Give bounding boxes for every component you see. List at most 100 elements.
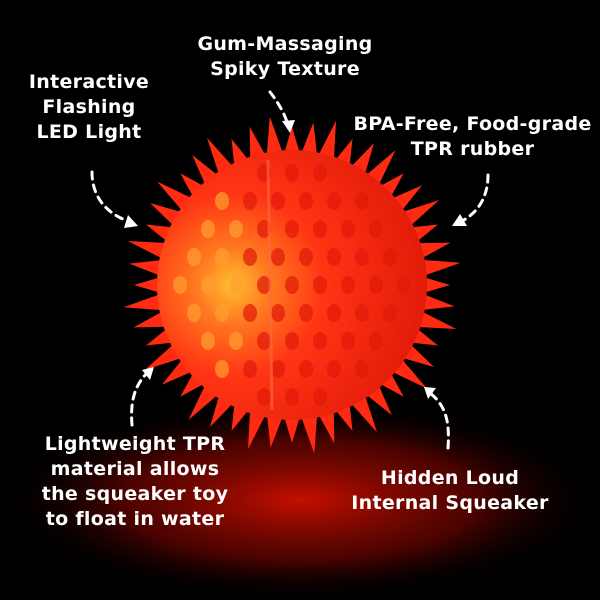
spike-nub — [215, 360, 229, 378]
spike — [299, 410, 318, 454]
spike-nub — [369, 332, 383, 350]
arrowhead-squeaker — [424, 387, 436, 399]
spike — [266, 116, 285, 160]
spike-nub — [313, 388, 327, 406]
arrowhead-led — [124, 215, 138, 228]
spike-nub — [257, 388, 271, 406]
spike-nub — [341, 220, 355, 238]
spike — [123, 292, 167, 311]
spike-nub — [229, 276, 243, 294]
label-line: material allows — [50, 458, 220, 480]
spike-nub — [355, 304, 369, 322]
spike — [299, 122, 318, 160]
spike-nub — [201, 276, 215, 294]
spike-nub — [355, 360, 369, 378]
spike-nub — [299, 192, 313, 210]
spike-nub — [201, 220, 215, 238]
spike — [283, 412, 301, 443]
label-spiky-texture: Gum-Massaging Spiky Texture — [190, 32, 380, 82]
spike — [413, 309, 457, 329]
spike-nub — [257, 332, 271, 350]
spike-nub — [271, 304, 285, 322]
spike-nub — [369, 276, 383, 294]
label-line: Spiky Texture — [210, 58, 360, 80]
spike-nub — [215, 304, 229, 322]
spike-nub — [299, 304, 313, 322]
arrow-texture — [268, 90, 290, 127]
label-line: BPA-Free, Food-grade — [353, 113, 592, 135]
label-line: Hidden Loud — [380, 467, 520, 489]
spike-nub — [285, 388, 299, 406]
spike-nub — [229, 220, 243, 238]
spike — [316, 120, 336, 164]
spike-nub — [327, 192, 341, 210]
spike-nub — [313, 220, 327, 238]
spike-nub — [369, 220, 383, 238]
spike — [127, 241, 171, 261]
spike-nub — [257, 220, 271, 238]
label-line: Interactive — [28, 71, 150, 93]
spike — [419, 276, 450, 294]
spike-nub — [383, 248, 397, 266]
spike-nub — [355, 192, 369, 210]
spike-nub — [341, 276, 355, 294]
label-line: the squeaker toy — [41, 483, 229, 505]
spike-nub — [397, 276, 411, 294]
spike-nub — [243, 304, 257, 322]
spike-nub — [327, 304, 341, 322]
spike-nub — [271, 192, 285, 210]
arrowhead-rubber — [452, 214, 467, 226]
label-line: Internal Squeaker — [351, 492, 549, 514]
spike-nub — [173, 276, 187, 294]
spike-nub — [257, 276, 271, 294]
spike-nub — [383, 304, 397, 322]
label-line: to float in water — [45, 508, 225, 530]
label-squeaker: Hidden Loud Internal Squeaker — [340, 466, 560, 516]
spike-nub — [285, 332, 299, 350]
spike-nub — [187, 304, 201, 322]
spike — [417, 259, 461, 278]
label-line: Lightweight TPR — [44, 433, 226, 455]
spike-nub — [201, 332, 215, 350]
spike — [283, 127, 301, 158]
arrow-rubber — [458, 173, 490, 224]
floor-glow — [0, 400, 600, 600]
ball-nubs — [173, 164, 411, 406]
spike-nub — [229, 332, 243, 350]
arrowhead-texture — [282, 120, 295, 133]
ball-seam — [266, 159, 274, 411]
spike-nub — [243, 192, 257, 210]
spike-nub — [243, 360, 257, 378]
label-float: Lightweight TPR material allows the sque… — [30, 432, 240, 532]
spike-nub — [299, 360, 313, 378]
label-tpr-rubber: BPA-Free, Food-grade TPR rubber — [350, 112, 595, 162]
spike-nub — [327, 248, 341, 266]
spike — [417, 292, 455, 311]
spike-nub — [271, 248, 285, 266]
spike-nub — [187, 248, 201, 266]
spike-nub — [215, 192, 229, 210]
spike-nub — [313, 332, 327, 350]
spike-nub — [215, 248, 229, 266]
arrowhead-float — [142, 367, 154, 380]
spike — [134, 276, 165, 294]
spike-nub — [285, 164, 299, 182]
arrow-float — [130, 370, 150, 427]
spike — [129, 259, 167, 278]
label-line: Gum-Massaging — [197, 33, 373, 55]
spike-nub — [327, 360, 341, 378]
label-led-light: Interactive Flashing LED Light — [14, 70, 164, 145]
label-line: TPR rubber — [410, 138, 535, 160]
spike — [266, 410, 285, 448]
arrow-squeaker — [428, 391, 450, 450]
label-line: Flashing — [42, 96, 136, 118]
arrow-led — [90, 170, 132, 224]
spike-nub — [285, 220, 299, 238]
spike-nub — [341, 332, 355, 350]
spike-nub — [285, 276, 299, 294]
spike-nub — [313, 164, 327, 182]
spike-nub — [271, 360, 285, 378]
spike — [248, 406, 268, 450]
spike-nub — [243, 248, 257, 266]
